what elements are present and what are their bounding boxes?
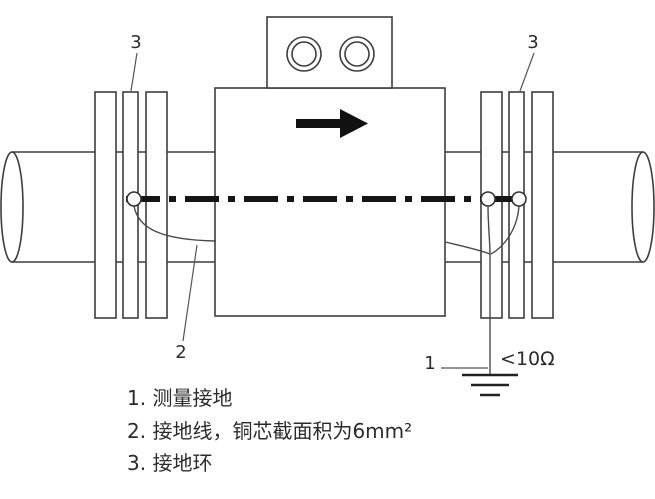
ground-wire-right-a <box>487 205 491 255</box>
resistance-label: <10Ω <box>500 348 555 370</box>
leader-ground-wire <box>182 244 198 342</box>
ground-wire-under-body <box>444 241 491 255</box>
flange-left-outer <box>94 91 117 319</box>
callout-left-ring: 3 <box>130 32 141 53</box>
ground-node-right-a <box>480 191 496 207</box>
legend: 1. 测量接地 2. 接地线，铜芯截面积为6mm² 3. 接地环 <box>127 386 412 475</box>
legend-item-measure-ground: 1. 测量接地 <box>127 386 232 410</box>
leader-left-ring <box>130 52 138 92</box>
flange-left-inner <box>145 91 168 319</box>
callout-ground-wire: 2 <box>175 342 186 363</box>
junction-box <box>266 16 393 89</box>
earth-ground-icon <box>462 373 518 397</box>
callout-right-ring: 3 <box>527 32 538 53</box>
cable-gland-right-outer <box>339 36 375 72</box>
grounding-wires <box>133 205 520 374</box>
leader-right-ring <box>519 52 535 92</box>
cable-gland-left-inner <box>291 41 317 67</box>
ground-node-right-b <box>511 191 527 207</box>
ground-wire-right-b <box>490 205 520 255</box>
legend-item-ground-ring: 3. 接地环 <box>127 451 212 475</box>
callout-measure-ground: 1 <box>424 353 435 374</box>
ground-node-left <box>126 191 142 207</box>
flange-right-outer <box>531 91 554 319</box>
flow-direction-arrow-icon <box>296 109 368 138</box>
cable-gland-left-outer <box>286 36 322 72</box>
cable-gland-right-inner <box>344 41 370 67</box>
ground-wire-left <box>133 205 217 242</box>
legend-item-ground-wire: 2. 接地线，铜芯截面积为6mm² <box>127 419 412 443</box>
